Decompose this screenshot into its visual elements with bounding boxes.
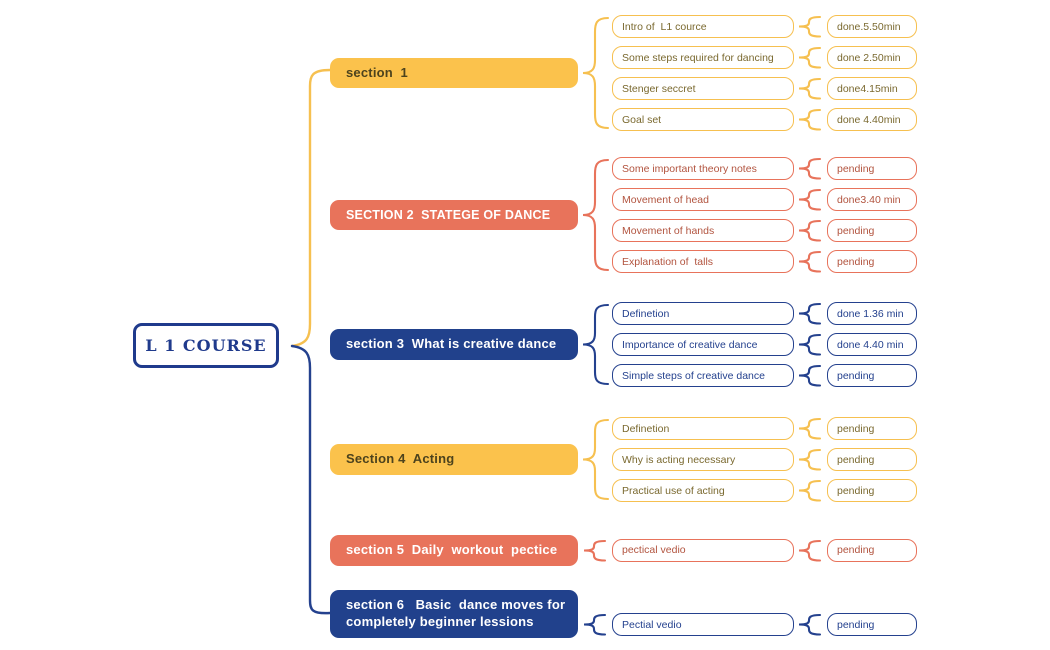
topic-node[interactable]: Practical use of acting bbox=[612, 479, 794, 502]
status-node[interactable]: done.5.50min bbox=[827, 15, 917, 38]
brace-connector bbox=[798, 302, 822, 325]
topic-row: Some steps required for dancing done 2.5… bbox=[612, 46, 917, 69]
topic-row: Stenger seccret done4.15min bbox=[612, 77, 917, 100]
brace-connector bbox=[798, 417, 822, 440]
status-node[interactable]: pending bbox=[827, 417, 917, 440]
status-node[interactable]: pending bbox=[827, 538, 917, 562]
topic-row: Importance of creative dance done 4.40 m… bbox=[612, 333, 917, 356]
topic-node[interactable]: pectical vedio bbox=[612, 538, 794, 562]
topic-node[interactable]: Some steps required for dancing bbox=[612, 46, 794, 69]
brace-connector bbox=[798, 157, 822, 180]
status-node[interactable]: pending bbox=[827, 479, 917, 502]
status-node[interactable]: pending bbox=[827, 250, 917, 273]
topic-node[interactable]: Intro of L1 cource bbox=[612, 15, 794, 38]
brace-connector bbox=[582, 418, 610, 501]
brace-connector bbox=[798, 448, 822, 471]
topic-node[interactable]: Pectial vedio bbox=[612, 613, 794, 637]
topic-node[interactable]: Why is acting necessary bbox=[612, 448, 794, 471]
topic-node[interactable]: Explanation of talls bbox=[612, 250, 794, 273]
section-node-2[interactable]: SECTION 2 STATEGE OF DANCE bbox=[330, 199, 578, 231]
topic-node[interactable]: Stenger seccret bbox=[612, 77, 794, 100]
brace-connector bbox=[582, 16, 610, 130]
topic-row: pectical vedio pending bbox=[612, 538, 917, 562]
topic-node[interactable]: Movement of head bbox=[612, 188, 794, 211]
brace-connector bbox=[798, 539, 822, 562]
status-node[interactable]: done 1.36 min bbox=[827, 302, 917, 325]
section-group-6: section 6 Basic dance moves for complete… bbox=[330, 590, 917, 649]
status-node[interactable]: done 4.40min bbox=[827, 108, 917, 131]
section-node-6[interactable]: section 6 Basic dance moves for complete… bbox=[330, 590, 578, 638]
status-node[interactable]: pending bbox=[827, 613, 917, 637]
topic-row: Why is acting necessary pending bbox=[612, 448, 917, 471]
status-node[interactable]: done3.40 min bbox=[827, 188, 917, 211]
topic-row: Explanation of talls pending bbox=[612, 250, 917, 273]
brace-connector bbox=[798, 219, 822, 242]
topic-node[interactable]: Importance of creative dance bbox=[612, 333, 794, 356]
topic-row: Movement of hands pending bbox=[612, 219, 917, 242]
status-node[interactable]: pending bbox=[827, 157, 917, 180]
brace-connector bbox=[798, 108, 822, 131]
brace-connector bbox=[798, 15, 822, 38]
status-node[interactable]: pending bbox=[827, 448, 917, 471]
topic-node[interactable]: Simple steps of creative dance bbox=[612, 364, 794, 387]
topic-node[interactable]: Movement of hands bbox=[612, 219, 794, 242]
section-group-5: section 5 Daily workout pectice pectical… bbox=[330, 535, 917, 566]
brace-connector bbox=[798, 364, 822, 387]
section-node-5[interactable]: section 5 Daily workout pectice bbox=[330, 535, 578, 566]
section-node-4[interactable]: Section 4 Acting bbox=[330, 444, 578, 475]
topic-row: Goal set done 4.40min bbox=[612, 108, 917, 131]
brace-connector bbox=[798, 333, 822, 356]
topic-node[interactable]: Some important theory notes bbox=[612, 157, 794, 180]
topic-row: Definetion done 1.36 min bbox=[612, 302, 917, 325]
status-node[interactable]: pending bbox=[827, 364, 917, 387]
status-node[interactable]: done4.15min bbox=[827, 77, 917, 100]
topic-row: Pectial vedio pending bbox=[612, 613, 917, 637]
status-node[interactable]: done 2.50min bbox=[827, 46, 917, 69]
section-group-4: Section 4 Acting Definetion pending Why … bbox=[330, 417, 917, 502]
root-node[interactable]: L 1 COURSE bbox=[133, 323, 279, 368]
brace-connector bbox=[798, 479, 822, 502]
topic-node[interactable]: Definetion bbox=[612, 302, 794, 325]
topic-node[interactable]: Goal set bbox=[612, 108, 794, 131]
brace-connector bbox=[798, 188, 822, 211]
topic-row: Intro of L1 cource done.5.50min bbox=[612, 15, 917, 38]
topic-node[interactable]: Definetion bbox=[612, 417, 794, 440]
section-group-2: SECTION 2 STATEGE OF DANCE Some importan… bbox=[330, 157, 917, 273]
status-node[interactable]: pending bbox=[827, 219, 917, 242]
brace-connector bbox=[798, 46, 822, 69]
brace-connector bbox=[798, 77, 822, 100]
brace-connector bbox=[583, 614, 607, 636]
brace-connector bbox=[583, 539, 607, 562]
topic-row: Practical use of acting pending bbox=[612, 479, 917, 502]
topic-row: Movement of head done3.40 min bbox=[612, 188, 917, 211]
topic-row: Some important theory notes pending bbox=[612, 157, 917, 180]
brace-connector bbox=[582, 158, 610, 272]
brace-connector bbox=[798, 250, 822, 273]
status-node[interactable]: done 4.40 min bbox=[827, 333, 917, 356]
topic-row: Definetion pending bbox=[612, 417, 917, 440]
brace-connector bbox=[798, 614, 822, 636]
section-node-1[interactable]: section 1 bbox=[330, 57, 578, 89]
section-node-3[interactable]: section 3 What is creative dance bbox=[330, 329, 578, 360]
brace-connector bbox=[582, 303, 610, 386]
section-group-3: section 3 What is creative dance Definet… bbox=[330, 302, 917, 387]
section-group-1: section 1 Intro of L1 cource done.5.50mi… bbox=[330, 15, 917, 131]
topic-row: Simple steps of creative dance pending bbox=[612, 364, 917, 387]
root-brace-connector bbox=[290, 68, 332, 615]
